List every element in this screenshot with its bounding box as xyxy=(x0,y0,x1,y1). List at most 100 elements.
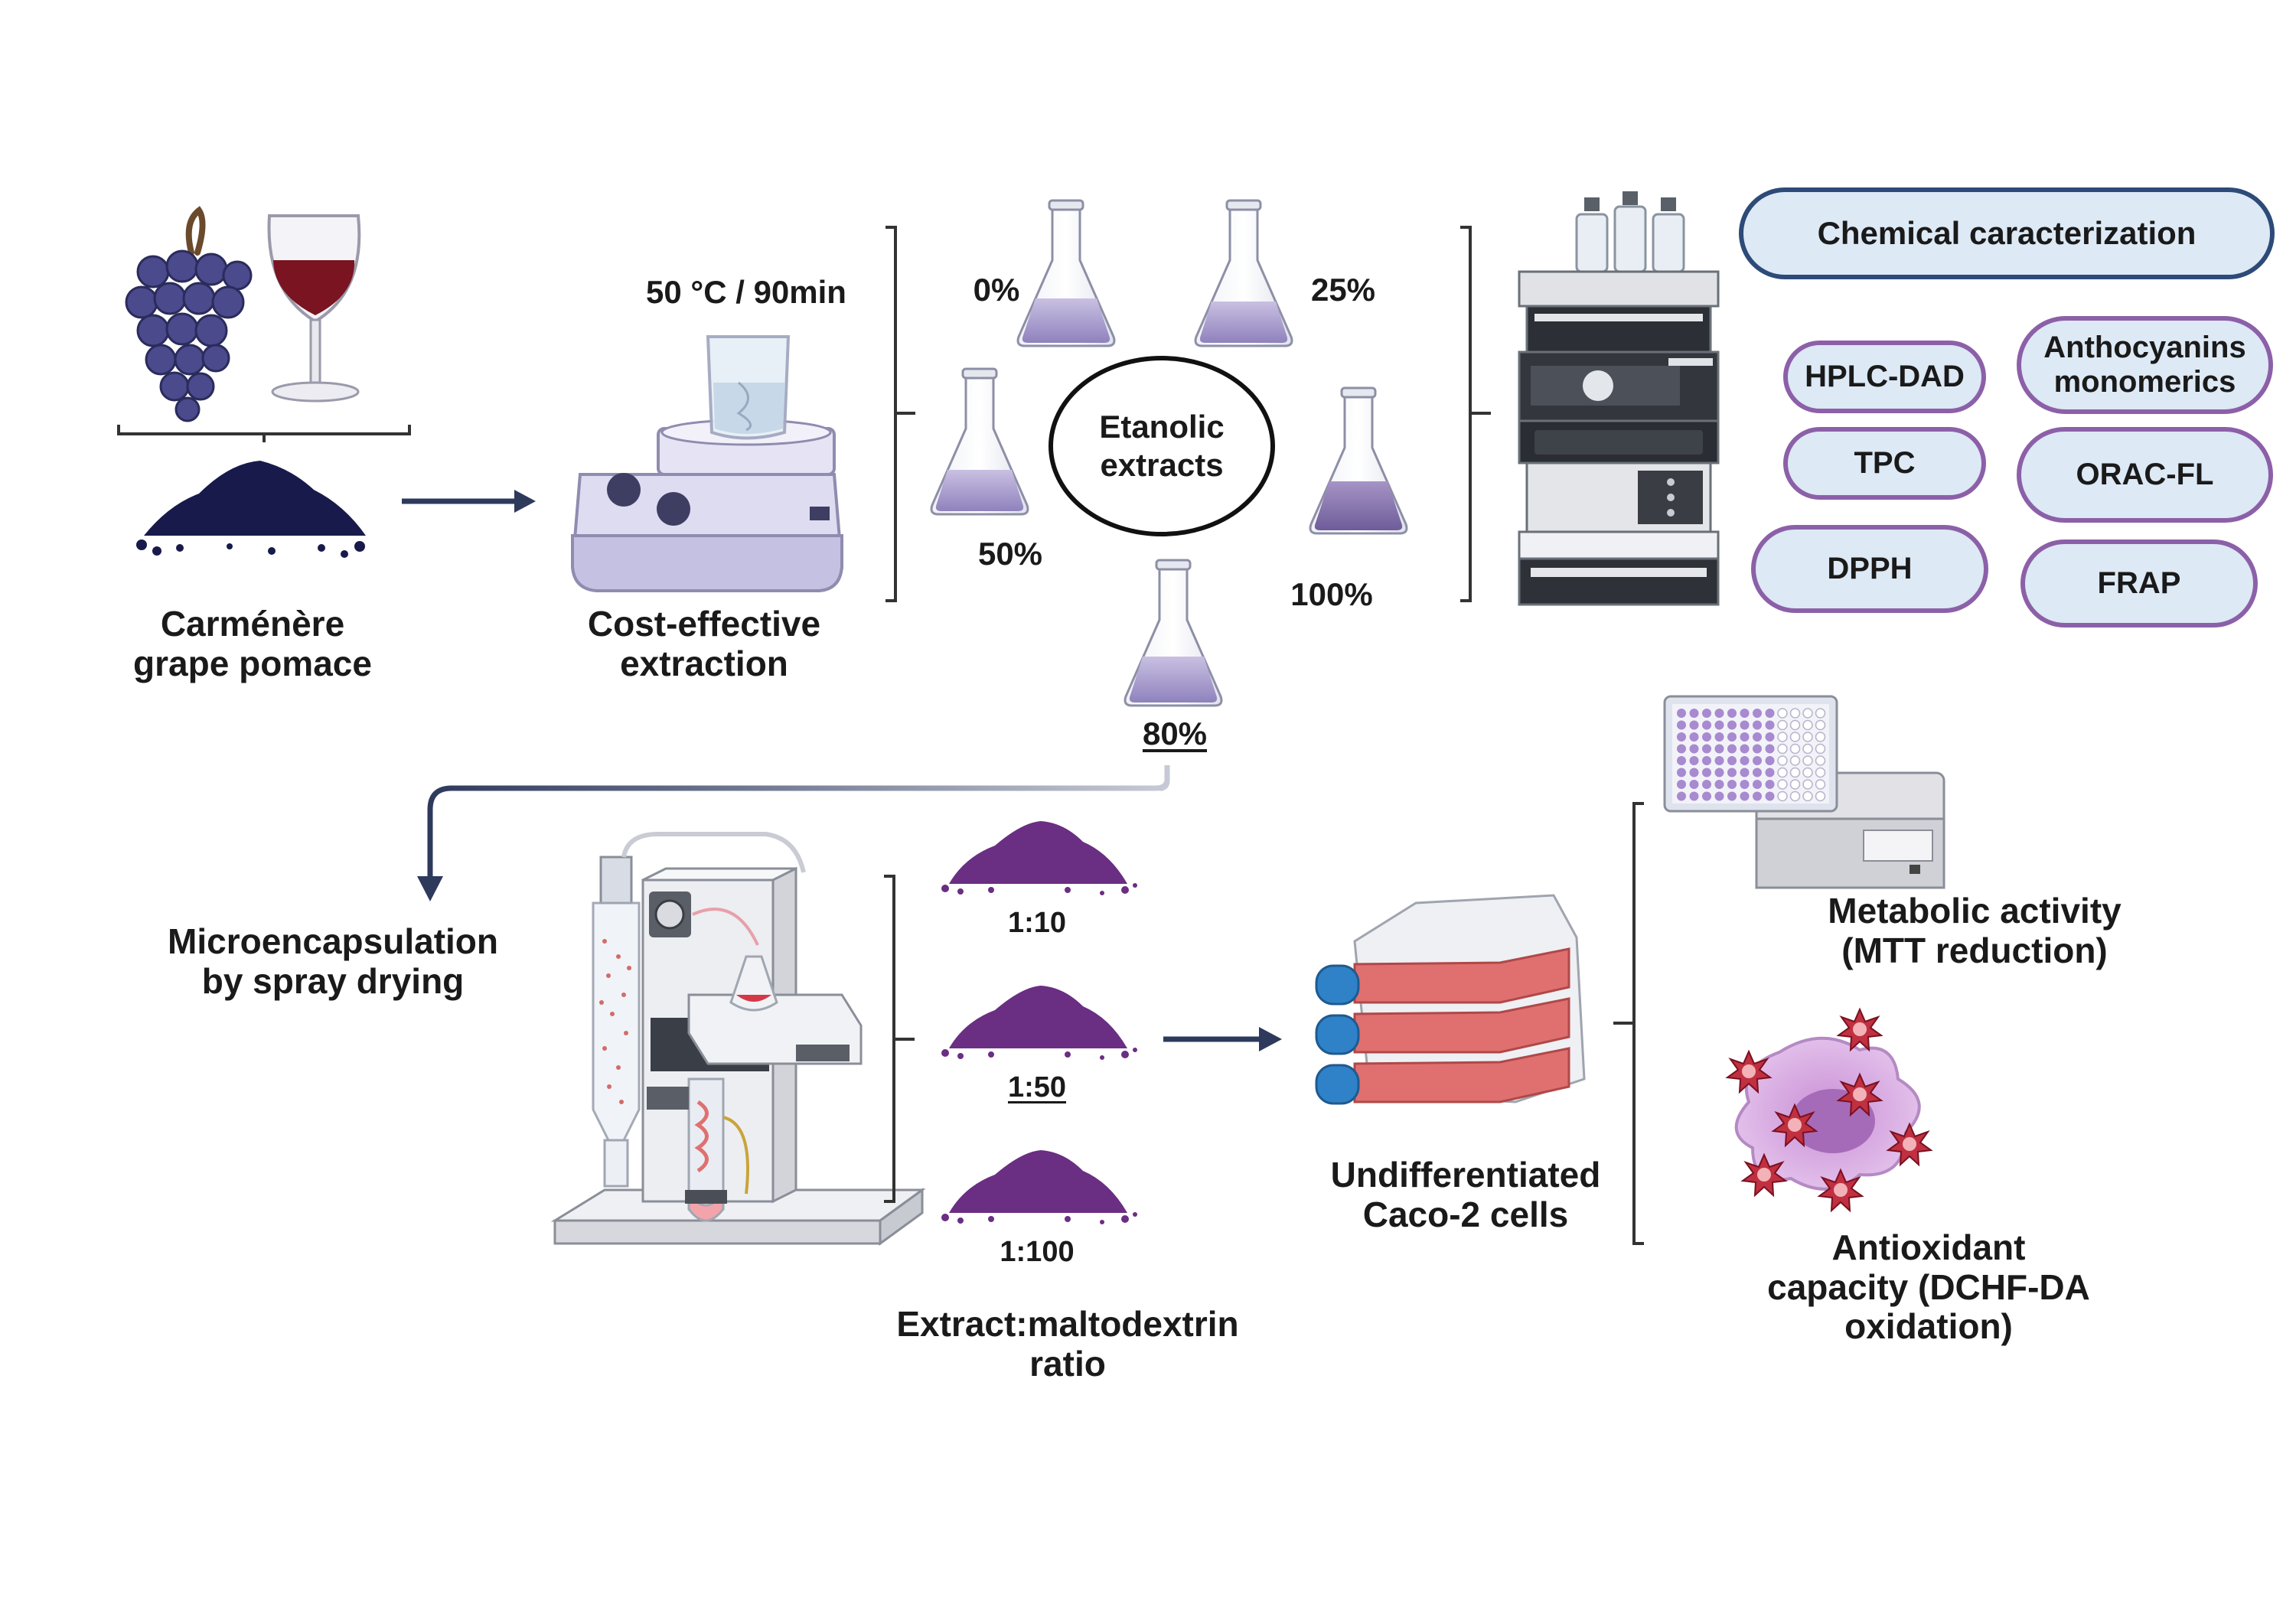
ratio-label-1-50: 1:50 xyxy=(1007,1071,1067,1103)
antioxidant-line3: oxidation) xyxy=(1844,1306,2013,1347)
cells-label: Undifferentiated Caco-2 cells xyxy=(1305,1155,1626,1234)
plate-well xyxy=(1702,709,1711,718)
microplate-reader-icon xyxy=(1663,695,1945,889)
plate-well xyxy=(1714,720,1724,730)
plate-well xyxy=(1753,744,1762,754)
plate-well xyxy=(1740,720,1750,730)
plate-well xyxy=(1815,743,1826,755)
plate-well xyxy=(1777,708,1788,719)
plate-well xyxy=(1815,755,1826,766)
plate-well xyxy=(1702,780,1711,789)
plate-well xyxy=(1815,767,1826,778)
method-orac-fl: ORAC-FL xyxy=(2017,427,2273,523)
metabolic-line1: Metabolic activity xyxy=(1828,891,2122,931)
flask-label-100: 100% xyxy=(1290,576,1373,612)
plate-well xyxy=(1777,779,1788,790)
plate-well xyxy=(1689,709,1699,718)
extracts-center-line1: Etanolic xyxy=(1099,408,1225,445)
plate-well xyxy=(1727,720,1737,730)
plate-well xyxy=(1765,709,1775,718)
magnetic-stirrer-hotplate-icon xyxy=(570,335,844,592)
plate-well xyxy=(1677,744,1686,754)
plate-well xyxy=(1677,756,1686,765)
plate-well xyxy=(1740,744,1750,754)
plate-well xyxy=(1753,720,1762,730)
antioxidant-line2: capacity (DCHF-DA xyxy=(1767,1266,2090,1307)
powder-pile-1-50 xyxy=(941,986,1137,1060)
ratio-caption-line2: ratio xyxy=(1029,1343,1106,1384)
plate-well xyxy=(1802,732,1813,742)
flask-50 xyxy=(930,367,1029,516)
stage1-label-line2: grape pomace xyxy=(133,643,372,683)
encapsulation-label-line1: Microencapsulation xyxy=(168,921,498,961)
wine-glass-icon xyxy=(267,214,361,403)
plate-well xyxy=(1714,709,1724,718)
plate-well xyxy=(1702,732,1711,742)
plate-well xyxy=(1765,768,1775,777)
plate-well xyxy=(1727,709,1737,718)
ratio-caption-line1: Extract:maltodextrin xyxy=(896,1304,1239,1344)
method-tpc: TPC xyxy=(1783,427,1986,500)
stage1-label-line1: Carménère xyxy=(160,604,345,644)
plate-well xyxy=(1727,756,1737,765)
plate-well xyxy=(1714,768,1724,777)
ratio-caption: Extract:maltodextrin ratio xyxy=(872,1304,1263,1384)
plate-well xyxy=(1802,755,1813,766)
metabolic-activity-label: Metabolic activity (MTT reduction) xyxy=(1783,891,2166,970)
plate-well xyxy=(1815,732,1826,742)
method-anthocyanins: Anthocyanins monomerics xyxy=(2017,316,2273,414)
stage1-label: Carménère grape pomace xyxy=(115,604,390,683)
plate-well xyxy=(1727,780,1737,789)
plate-well xyxy=(1777,790,1788,802)
extracts-ellipse xyxy=(1049,356,1275,536)
metabolic-line2: (MTT reduction) xyxy=(1841,930,2108,970)
plate-well xyxy=(1789,743,1801,755)
plate-well xyxy=(1740,768,1750,777)
plate-well xyxy=(1689,791,1699,801)
ratio-label-1-10: 1:10 xyxy=(1007,907,1067,939)
plate-well xyxy=(1777,719,1788,731)
encapsulation-label: Microencapsulation by spray drying xyxy=(145,921,520,1001)
plate-well xyxy=(1740,732,1750,742)
plate-well xyxy=(1765,791,1775,801)
plate-well xyxy=(1765,744,1775,754)
hplc-system-icon xyxy=(1518,191,1720,606)
stage2-label-line1: Cost-effective xyxy=(587,604,821,644)
extraction-condition: 50 °C / 90min xyxy=(646,274,846,310)
plate-well xyxy=(1714,744,1724,754)
plate-well xyxy=(1740,791,1750,801)
plate-well xyxy=(1714,732,1724,742)
plate-well xyxy=(1727,768,1737,777)
plate-well xyxy=(1789,790,1801,802)
plate-well xyxy=(1702,768,1711,777)
plate-well xyxy=(1753,732,1762,742)
plate-well xyxy=(1689,744,1699,754)
plate-well xyxy=(1714,780,1724,789)
method-frap: FRAP xyxy=(2020,539,2258,627)
ratio-label-1-100: 1:100 xyxy=(1000,1236,1075,1268)
plate-well xyxy=(1740,756,1750,765)
plate-well xyxy=(1689,720,1699,730)
plate-well xyxy=(1777,743,1788,755)
powder-pile-1-10 xyxy=(941,821,1137,895)
plate-well xyxy=(1777,732,1788,742)
grape-cluster-icon xyxy=(125,206,253,422)
plate-well xyxy=(1714,756,1724,765)
stage2-label-line2: extraction xyxy=(620,643,788,683)
plate-well xyxy=(1802,708,1813,719)
oxidative-stress-cell-icon xyxy=(1727,1009,1932,1211)
plate-well xyxy=(1802,779,1813,790)
plate-well xyxy=(1702,720,1711,730)
extraction-bracket xyxy=(885,226,915,602)
plate-well xyxy=(1727,732,1737,742)
plate-well xyxy=(1677,709,1686,718)
antioxidant-line1: Antioxidant xyxy=(1831,1227,2026,1267)
plate-well xyxy=(1789,779,1801,790)
plate-well xyxy=(1789,767,1801,778)
method-hplc-dad: HPLC-DAD xyxy=(1783,341,1986,413)
plate-well xyxy=(1765,756,1775,765)
antioxidant-capacity-label: Antioxidant capacity (DCHF-DA oxidation) xyxy=(1737,1227,2120,1347)
plate-well xyxy=(1753,780,1762,789)
flask-100 xyxy=(1309,386,1408,535)
